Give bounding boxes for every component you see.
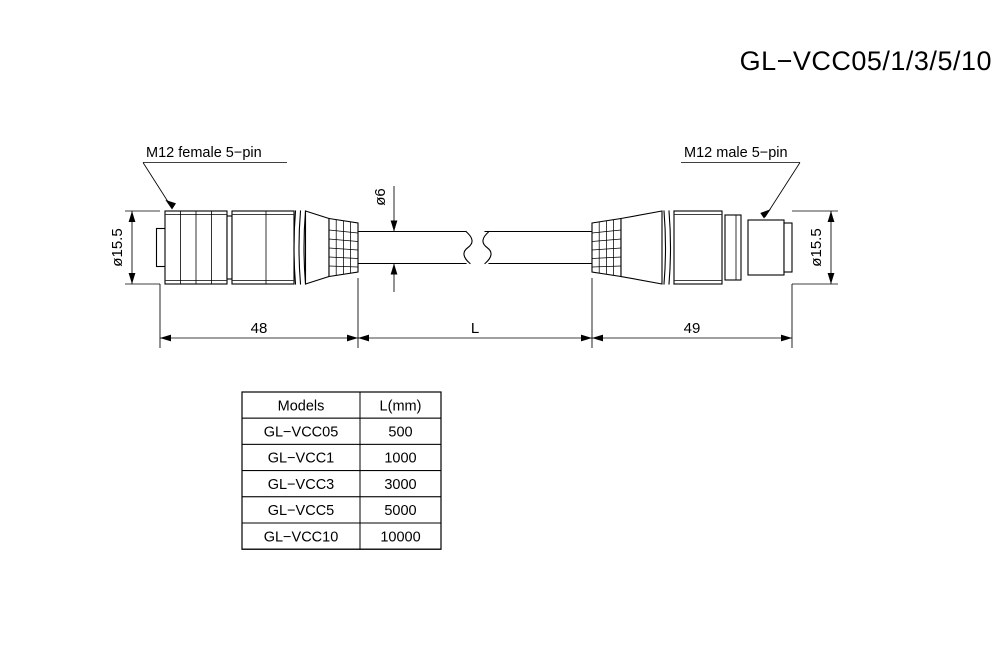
male-thread-shell [747,219,785,276]
female-rib-h-1 [328,229,359,234]
table-cell-r4-c1-box [359,522,442,550]
table-cell-r2-c0: GL−VCC3 [268,477,335,493]
female-body [231,210,295,285]
table-cell-r0-c0: GL−VCC05 [264,425,339,441]
dim-right-arrow-bottom [827,273,835,284]
table-cell-r1-c0-box [241,443,361,472]
male-callout-leader [764,162,801,218]
table-header-length: L(mm) [380,398,422,414]
dim-49-arrow-left [592,334,603,342]
table-cell-r2-c1-box [359,470,442,498]
table-cell-r1-c0: GL−VCC1 [268,451,335,467]
cable-break-symbol-left [463,230,473,265]
female-callout-arrowhead [165,199,176,210]
male-rib-h-4 [591,256,622,259]
page-title: GL−VCC05/1/3/5/10 [740,46,992,76]
male-collar [724,214,742,281]
callout-female: M12 female 5−pin [142,145,287,210]
dim-cable-arrow-bottom [390,263,398,275]
table-cell-r4-c0-box [241,522,361,550]
table-cell-r4-c0: GL−VCC10 [264,529,339,545]
female-rib-h-5 [328,265,359,268]
male-rib-h-5 [591,265,622,268]
table-cell-r0-c0-box [241,417,361,445]
dim-L-arrow-left [358,334,369,342]
dim-left-arrow-top [128,211,136,222]
male-rib-h-2 [591,238,622,242]
dim-cable-length-value: L [471,320,479,337]
dim-right-diameter-value: ø15.5 [808,228,825,266]
male-end-ring [783,222,793,273]
dim-right-diameter: ø15.5 [792,210,838,285]
female-collar [226,215,233,280]
dim-49-arrow-right [781,334,792,342]
table-cell-r3-c0-box [241,496,361,524]
cable-break-symbol-right [482,230,492,265]
table-cell-r0-c1: 500 [388,425,412,441]
table-header-length-box [359,391,442,419]
male-oring-2 [668,210,672,285]
dim-left-arrow-bottom [128,273,136,284]
female-rib-h-2 [328,238,359,242]
dim-right-arrow-top [827,211,835,222]
table-header-models-box [241,391,361,419]
male-callout-label: M12 male 5−pin [684,145,788,161]
male-rib-h-3 [591,247,622,251]
dim-48-arrow-right [347,334,358,342]
dim-right-length-value: 49 [684,320,701,337]
male-rib-h-1 [591,229,622,234]
female-nut-tip [155,227,167,268]
dim-cable-diameter: ø6 [372,186,398,292]
table-outer-border [241,391,442,550]
dim-length-chain: 48 L 49 [159,278,793,348]
table-cell-r4-c1: 10000 [380,529,420,545]
dim-48-arrow-left [160,334,171,342]
table-header-models: Models [278,398,325,414]
right-connector-male [591,210,793,285]
dim-left-length-value: 48 [251,320,268,337]
table-cell-r3-c0: GL−VCC5 [268,503,335,519]
female-rib-h-3 [328,247,359,251]
male-oring-1 [663,210,667,285]
male-callout-arrowhead [760,209,771,219]
cable-right-run [482,230,593,265]
left-connector-female [155,210,359,285]
table-cell-r3-c1-box [359,496,442,524]
female-callout-label: M12 female 5−pin [146,145,262,161]
male-taper-cone [620,210,663,285]
dim-cable-diameter-value: ø6 [372,188,389,206]
male-body [673,210,723,285]
female-oring-1 [293,210,297,285]
dim-cable-arrow-top [390,220,398,232]
table-cell-r2-c1: 3000 [384,477,416,493]
table-cell-r1-c1: 1000 [384,451,416,467]
female-taper-cone [304,210,330,285]
female-oring-2 [298,210,302,285]
female-rib-h-4 [328,256,359,259]
dim-L-arrow-right [581,334,592,342]
dim-left-diameter-value: ø15.5 [109,228,126,266]
table-cell-r3-c1: 5000 [384,503,416,519]
dim-left-diameter: ø15.5 [109,210,160,285]
cable-left-run [357,230,473,265]
table-cell-r1-c1-box [359,443,442,472]
table-cell-r0-c1-box [359,417,442,445]
callout-male: M12 male 5−pin [681,145,801,219]
female-callout-leader [142,162,173,209]
